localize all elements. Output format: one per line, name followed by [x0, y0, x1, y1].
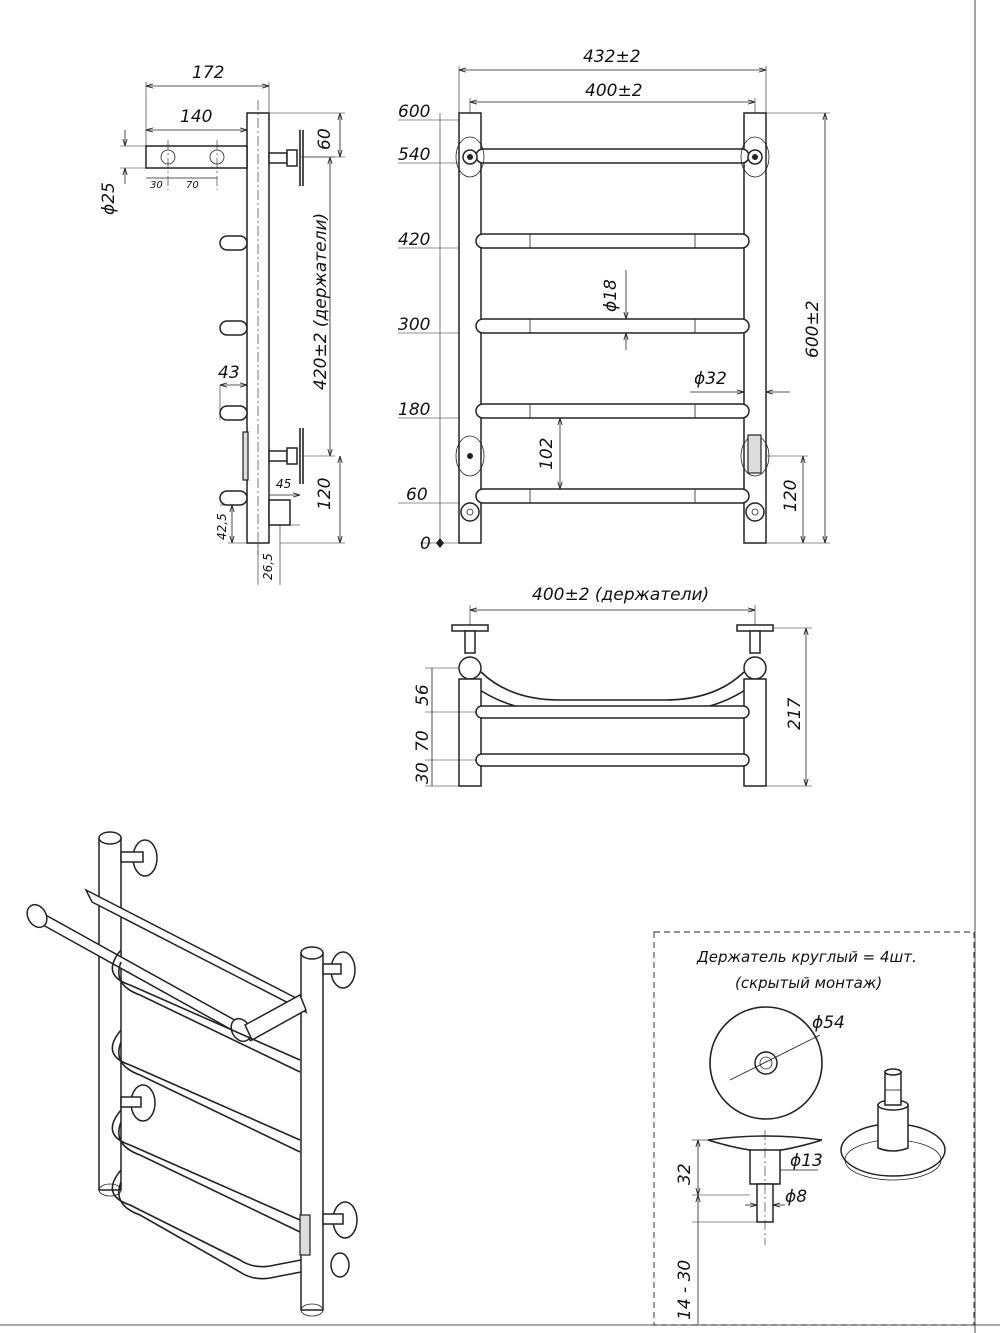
side-bar-hooks [219, 235, 248, 506]
side-view: 172 140 60 ϕ25 30 70 43 420±2 (держатели… [99, 63, 345, 585]
dim-30-top: 30 [413, 762, 433, 784]
front-bar-180 [475, 403, 750, 419]
dim-420-holders: 420±2 (держатели) [311, 213, 331, 390]
dim-70-top: 70 [413, 730, 433, 752]
level-300: 300 [398, 315, 430, 335]
isometric-view [26, 831, 358, 1317]
dim-30-small: 30 [150, 180, 163, 191]
dim-120-front: 120 [781, 480, 801, 512]
top-right-pipe [743, 656, 767, 680]
top-rear-bar [475, 753, 750, 767]
dim-432: 432±2 [583, 47, 641, 67]
level-180: 180 [398, 400, 430, 420]
top-view: 400±2 (держатели) 56 70 30 217 [413, 585, 812, 787]
detail-holder-3d [840, 1068, 946, 1181]
level-540: 540 [398, 145, 430, 165]
iso-wall-holders [120, 839, 358, 1239]
level-0: 0 [420, 534, 431, 554]
dim-70-small: 70 [186, 180, 199, 191]
detail-title-2: (скрытый монтаж) [735, 974, 882, 992]
front-bar-540 [475, 148, 750, 164]
front-bar-300 [475, 318, 750, 334]
dim-phi32: ϕ32 [694, 369, 727, 389]
detail-disc [709, 1006, 823, 1120]
front-level-scale: 600 540 420 300 180 60 0 [398, 102, 459, 554]
dim-217: 217 [785, 697, 805, 730]
dim-400-holders: 400±2 (держатели) [532, 585, 709, 605]
dim-56: 56 [413, 684, 433, 706]
side-wall-holder-top [268, 130, 304, 186]
dim-120-side: 120 [315, 478, 335, 510]
dim-phi13: ϕ13 [790, 1151, 823, 1171]
top-wall-holders [451, 624, 774, 654]
front-view: 432±2 400±2 600 540 420 300 180 60 0 ϕ18 [398, 47, 830, 554]
dim-600-total: 600±2 [803, 300, 823, 358]
level-600: 600 [398, 102, 430, 122]
dim-phi8: ϕ8 [785, 1187, 807, 1207]
holder-detail: Держатель круглый = 4шт. (скрытый монтаж… [653, 931, 975, 1326]
detail-frame [653, 931, 975, 1326]
dim-140: 140 [180, 107, 212, 127]
dim-phi25: ϕ25 [99, 182, 119, 215]
level-420: 420 [398, 230, 430, 250]
dim-60: 60 [315, 128, 335, 150]
front-bar-60 [475, 488, 750, 504]
dim-400: 400±2 [585, 81, 643, 101]
top-left-pipe [458, 656, 482, 680]
dim-172: 172 [192, 63, 224, 83]
dim-42-5: 42,5 [215, 513, 229, 540]
dim-14-30: 14 - 30 [675, 1260, 695, 1320]
dim-45: 45 [276, 477, 291, 491]
dim-26-5: 26,5 [261, 553, 275, 580]
dim-phi18: ϕ18 [601, 279, 621, 312]
detail-title-1: Держатель круглый = 4шт. [696, 948, 917, 966]
side-wall-holder-bottom [268, 428, 304, 484]
dim-102: 102 [537, 438, 557, 470]
detail-profile-disc [707, 1135, 823, 1153]
dim-43: 43 [218, 363, 240, 383]
front-bar-420 [475, 233, 750, 249]
dim-phi54: ϕ54 [812, 1013, 845, 1033]
front-bottom-outlets [460, 502, 765, 522]
level-60: 60 [406, 485, 428, 505]
front-wall-holders [455, 136, 770, 477]
dim-32-detail: 32 [675, 1163, 695, 1185]
side-label-plate [242, 431, 249, 481]
side-bottom-outlet [268, 499, 291, 526]
top-front-bar [475, 705, 750, 719]
